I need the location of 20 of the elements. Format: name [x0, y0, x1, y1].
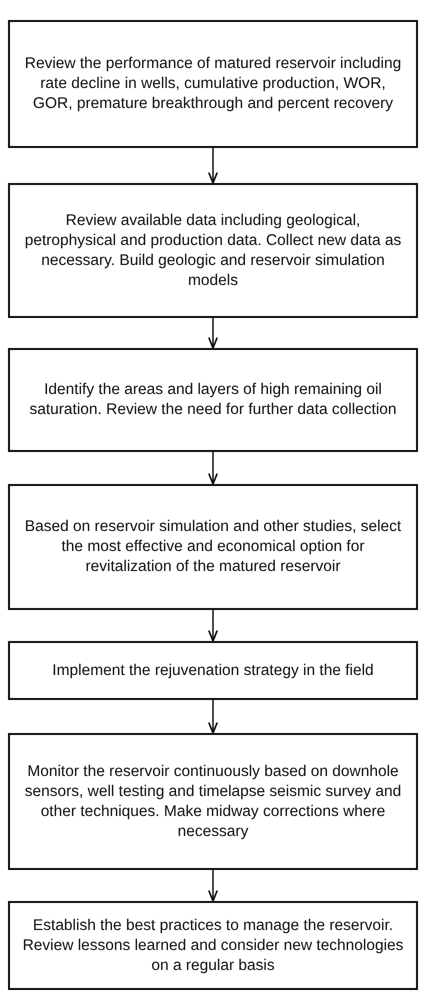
- step-text: Identify the areas and layers of high remaining oil saturation. Review the need for further data collection: [28, 380, 398, 420]
- step-text: Implement the rejuvenation strategy in the field: [52, 660, 374, 680]
- step-text: Monitor the reservoir continuously based on downhole sensors, well testing and timelapse seismic survey and other techniques. Make midway corrections where necessary: [24, 762, 402, 842]
- process-box: [8, 484, 418, 610]
- arrow: [208, 610, 218, 642]
- process-box: [8, 733, 418, 870]
- arrow: [208, 870, 218, 902]
- step-text: Review the performance of matured reservoir including rate decline in wells, cumulative production, WOR, GOR, premature breakthrough and percent recovery: [24, 54, 402, 114]
- step-text: Review available data including geological, petrophysical and production data. Collect new data as necessary. Build geologic and reservoir simulation models: [24, 210, 402, 290]
- step-text: Based on reservoir simulation and other studies, select the most effective and economical option for revitalization of the matured reservoir: [24, 517, 402, 577]
- process-box: [8, 641, 418, 700]
- arrow: [208, 700, 218, 734]
- process-box: [8, 348, 418, 452]
- arrow: [208, 452, 218, 485]
- process-box: [8, 20, 418, 148]
- arrow: [208, 148, 218, 184]
- arrow: [208, 318, 218, 349]
- process-box: [8, 183, 418, 318]
- step-text: Establish the best practices to manage the reservoir. Review lessons learned and consider new technologies on a regular basis: [22, 916, 404, 976]
- process-box: [8, 901, 418, 990]
